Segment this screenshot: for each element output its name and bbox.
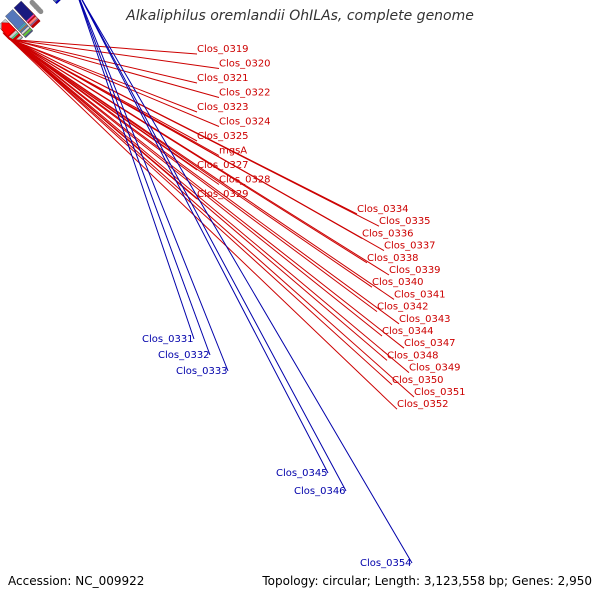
leader-line	[79, 0, 229, 372]
leader-line	[81, 0, 413, 564]
gene-label-forward: Clos_0341	[394, 289, 446, 300]
gene-label-forward: Clos_0336	[362, 228, 414, 239]
gene-label-forward: Clos_0323	[197, 102, 249, 113]
gene-label-forward: Clos_0322	[219, 88, 271, 99]
forward-gene	[13, 0, 34, 22]
gene-label-forward: Clos_0344	[382, 326, 434, 337]
leader-line	[3, 33, 388, 361]
gene-label-forward: Clos_0329	[197, 189, 249, 200]
leader-line	[8, 38, 198, 84]
gene-label-reverse: Clos_0354	[360, 558, 412, 569]
gene-label-forward: Clos_0337	[384, 241, 436, 252]
gene-label-forward: Clos_0348	[387, 350, 439, 361]
leader-line	[9, 38, 198, 55]
gene-label-forward: Clos_0347	[404, 338, 456, 349]
leader-line	[4, 33, 383, 337]
gene-label-forward: Clos_0327	[197, 160, 249, 171]
gene-label-forward: Clos_0350	[392, 375, 444, 386]
leader-line	[8, 38, 220, 98]
gene-label-reverse: Clos_0333	[176, 366, 228, 377]
leader-line	[81, 0, 329, 474]
label-leaders	[2, 0, 415, 564]
forward-gene	[1, 22, 16, 37]
gene-label-reverse: Clos_0346	[294, 486, 346, 497]
leader-line	[6, 36, 380, 227]
topology-summary: Topology: circular; Length: 3,123,558 bp…	[262, 574, 592, 588]
genome-backbone	[29, 0, 44, 15]
leader-line	[5, 35, 390, 276]
backbone-line	[29, 0, 44, 15]
gene-labels: Clos_0319Clos_0320Clos_0321Clos_0322Clos…	[142, 44, 466, 569]
map-title: Alkaliphilus oremlandii OhILAs, complete…	[126, 8, 474, 24]
leader-line	[3, 32, 393, 386]
leader-line	[8, 37, 220, 127]
forward-cds-arrow	[1, 22, 16, 37]
leader-line	[2, 32, 398, 410]
leader-line	[79, 0, 211, 356]
leader-line	[4, 34, 378, 313]
leader-line	[3, 33, 410, 373]
gene-label-forward: Clos_0351	[414, 387, 466, 398]
gene-label-forward: Clos_0338	[367, 253, 419, 264]
forward-gene	[5, 9, 26, 30]
gene-label-forward: Clos_0340	[372, 277, 424, 288]
gene-label-forward: Clos_0328	[219, 175, 271, 186]
gene-label-forward: mgsA	[219, 146, 247, 157]
feature-block	[5, 9, 26, 30]
leader-line	[8, 38, 198, 113]
leader-line	[81, 0, 347, 492]
gene-label-forward: Clos_0339	[389, 265, 441, 276]
gene-label-reverse: Clos_0331	[142, 334, 194, 345]
gene-label-forward: Clos_0325	[197, 131, 249, 142]
gene-label-forward: Clos_0349	[409, 363, 461, 374]
gene-label-forward: Clos_0334	[357, 204, 409, 215]
accession-label: Accession: NC_009922	[8, 574, 145, 588]
gene-label-forward: Clos_0352	[397, 399, 449, 410]
gene-label-forward: Clos_0319	[197, 44, 249, 55]
gene-label-forward: Clos_0321	[197, 73, 249, 84]
leader-line	[4, 34, 400, 325]
gene-label-forward: Clos_0320	[219, 59, 271, 70]
gene-label-forward: Clos_0342	[377, 302, 429, 313]
gene-label-reverse: Clos_0345	[276, 468, 328, 479]
leader-line	[78, 0, 195, 340]
leader-line	[5, 35, 385, 252]
leader-line	[4, 34, 395, 300]
gene-label-forward: Clos_0324	[219, 117, 271, 128]
feature-block	[13, 0, 34, 22]
leader-line	[3, 33, 405, 349]
gene-label-forward: Clos_0335	[379, 216, 431, 227]
gene-label-forward: Clos_0343	[399, 314, 451, 325]
gene-label-reverse: Clos_0332	[158, 350, 210, 361]
